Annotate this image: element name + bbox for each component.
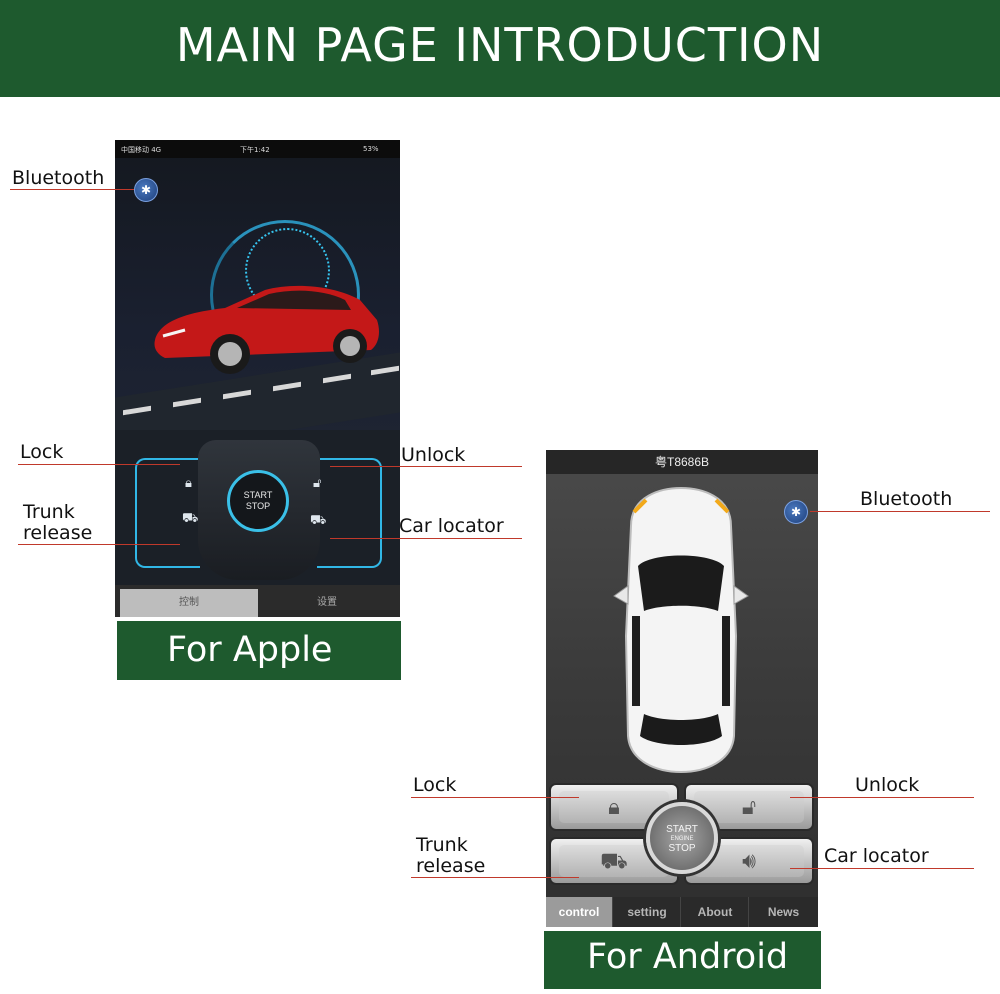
page-title: MAIN PAGE INTRODUCTION [175, 18, 825, 72]
start-label: START [666, 824, 698, 835]
callout-line [330, 466, 522, 467]
right-control-pad [317, 458, 382, 568]
android-footer-label: For Android [544, 931, 821, 989]
clock-text: 下午1:42 [240, 146, 270, 154]
callout-unlock-apple: Unlock [401, 444, 466, 466]
callout-line [411, 797, 579, 798]
battery-text: 53% [363, 145, 379, 153]
tab-setting[interactable]: setting [614, 897, 681, 927]
callout-line [790, 797, 974, 798]
callout-line [18, 544, 180, 545]
trunk-icon[interactable]: ⛟ [182, 510, 199, 525]
unlock-button[interactable]: 🔓︎ [684, 783, 814, 831]
callout-trunk-android-2: release [416, 855, 486, 877]
unlock-icon[interactable]: 🔓︎ [313, 475, 322, 490]
left-control-pad [135, 458, 200, 568]
callout-trunk-apple-1: Trunk [23, 501, 75, 523]
apple-footer-label: For Apple [117, 621, 401, 680]
bluetooth-icon[interactable]: ✱ [784, 500, 808, 524]
callout-trunk-android-1: Trunk [416, 834, 468, 856]
tab-bar: control setting About News [546, 897, 818, 927]
callout-line [330, 538, 522, 539]
start-stop-button[interactable]: START STOP [227, 470, 289, 532]
lock-icon[interactable]: 🔒︎ [185, 475, 192, 490]
callout-locator-apple: Car locator [399, 515, 504, 537]
white-car-topview-image [613, 486, 749, 774]
callout-line [810, 511, 990, 512]
tab-control[interactable]: control [546, 897, 613, 927]
callout-line [10, 189, 134, 190]
callout-bluetooth-android: Bluetooth [860, 488, 953, 510]
header-banner: MAIN PAGE INTRODUCTION [0, 0, 1000, 97]
stop-label: STOP [245, 501, 271, 511]
tachometer-graphic [245, 228, 330, 313]
bluetooth-icon[interactable]: ✱ [134, 178, 158, 202]
tab-about[interactable]: About [682, 897, 749, 927]
speedometer-graphic [210, 220, 360, 370]
apple-phone-screenshot: 中国移动 4G 下午1:42 53% ✱ 🔒︎ 🔓︎ ⛟ ⛟ START STO… [115, 140, 400, 617]
red-car-image [154, 285, 379, 374]
callout-locator-android: Car locator [824, 845, 929, 867]
tab-control[interactable]: 控制 [120, 589, 258, 617]
callout-line [18, 464, 180, 465]
start-stop-button[interactable]: START ENGINE STOP [646, 802, 718, 874]
carrier-text: 中国移动 4G [121, 146, 162, 154]
car-locator-icon[interactable]: ⛟ [310, 512, 327, 527]
engine-label: ENGINE [670, 836, 694, 842]
callout-lock-android: Lock [413, 774, 457, 796]
plate-title: 粤T8686B [546, 450, 818, 474]
status-bar: 中国移动 4G 下午1:42 53% [115, 140, 400, 158]
callout-line [790, 868, 974, 869]
callout-bluetooth-apple: Bluetooth [12, 167, 105, 189]
lock-button[interactable]: 🔒︎ [549, 783, 679, 831]
callout-lock-apple: Lock [20, 441, 64, 463]
stop-label: STOP [668, 843, 696, 854]
callout-unlock-android: Unlock [855, 774, 920, 796]
tab-news[interactable]: News [767, 905, 800, 919]
tab-bar: 控制 设置 [115, 585, 400, 617]
callout-trunk-apple-2: release [23, 522, 93, 544]
callout-line [411, 877, 579, 878]
android-phone-screenshot: 粤T8686B ✱ 🔒︎ 🔓︎ ⛟ 🔊︎ START ENGINE STOP c… [546, 450, 818, 927]
start-label: START [243, 490, 273, 500]
tab-settings[interactable]: 设置 [258, 589, 396, 617]
